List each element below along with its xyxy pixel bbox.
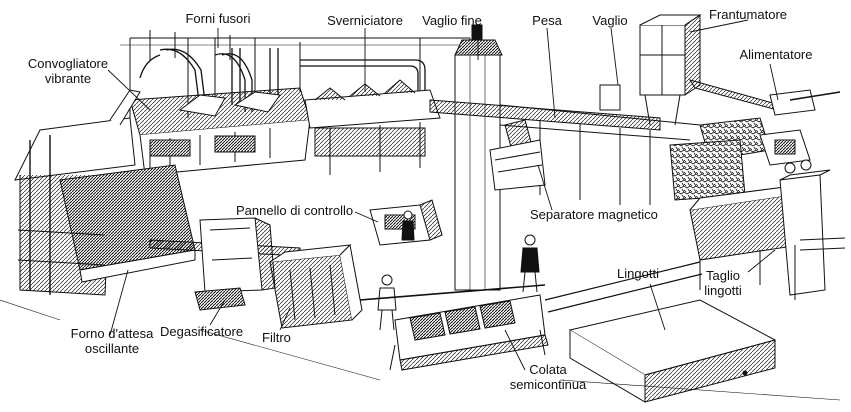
overhead-frame <box>120 30 480 125</box>
label-forno-attesa: Forno d'attesa oscillante <box>60 326 164 356</box>
shredder-tower <box>639 14 702 126</box>
label-forno-attesa-line1: Forno d'attesa <box>70 326 154 341</box>
label-convogliatore: Convogliatore vibrante <box>18 56 118 86</box>
label-vaglio: Vaglio <box>592 13 628 28</box>
decoating-unit <box>304 79 441 175</box>
casting-machine <box>359 284 549 371</box>
label-taglio-line2: lingotti <box>704 283 742 298</box>
label-separatore-magnetico: Separatore magnetico <box>530 207 658 222</box>
label-colata-line2: semicontinua <box>509 377 587 392</box>
degasser <box>194 217 276 311</box>
label-frantumatore: Frantumatore <box>708 7 788 22</box>
label-convogliatore-line1: Convogliatore <box>27 56 109 71</box>
floor-lines <box>0 299 841 401</box>
ingot-rails <box>544 261 703 313</box>
label-vaglio-fine: Vaglio fine <box>422 13 482 28</box>
label-taglio-line1: Taglio <box>706 268 740 283</box>
label-colata-semicontinua: Colata semicontinua <box>498 362 598 392</box>
label-pesa: Pesa <box>532 13 562 28</box>
control-panel <box>369 199 443 246</box>
label-pannello-di-controllo: Pannello di controllo <box>236 203 354 218</box>
feeder-conveyor <box>688 79 841 116</box>
ingot-saw <box>689 169 846 300</box>
label-sverniciatore: Sverniciatore <box>327 13 403 28</box>
label-taglio-lingotti: Taglio lingotti <box>697 268 749 298</box>
melting-furnaces <box>129 87 311 176</box>
label-filtro: Filtro <box>262 330 291 345</box>
label-colata-line1: Colata <box>529 362 567 377</box>
ingots <box>568 299 777 403</box>
magnetic-separator <box>489 119 546 191</box>
leader-lines <box>107 19 779 371</box>
workers <box>377 210 540 331</box>
filter-unit <box>269 243 363 329</box>
label-alimentatore: Alimentatore <box>739 47 813 62</box>
scrap-bales <box>669 117 812 201</box>
label-forno-attesa-line2: oscillante <box>84 341 140 356</box>
label-forni-fusori: Forni fusori <box>185 11 251 26</box>
label-degasificatore: Degasificatore <box>160 324 244 339</box>
label-lingotti: Lingotti <box>617 266 659 281</box>
label-convogliatore-line2: vibrante <box>44 71 92 86</box>
